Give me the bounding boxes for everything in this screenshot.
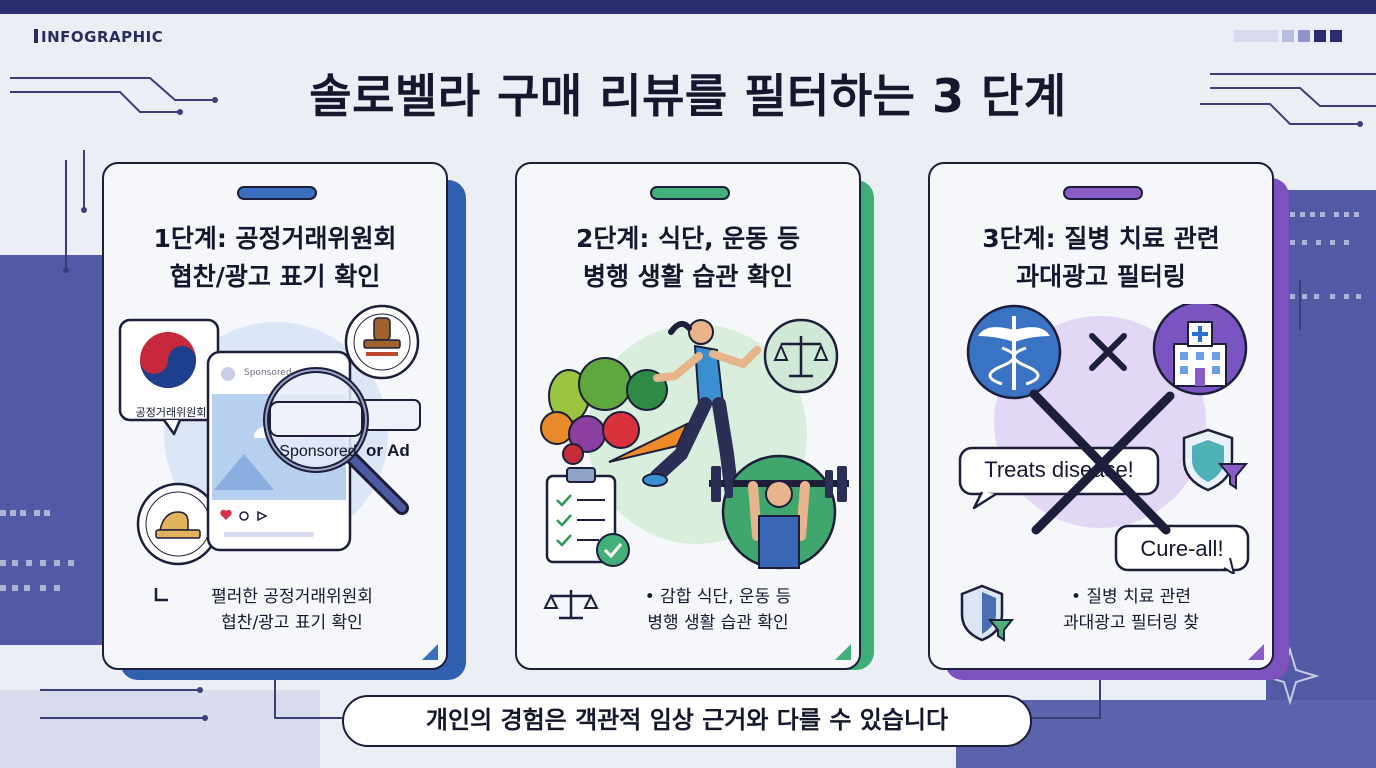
card2-note: • 감합 식단, 운동 등 병행 생활 습관 확인: [644, 587, 792, 633]
step3-card: 3단계: 질병 치료 관련 과대광고 필터링: [928, 162, 1274, 670]
card1-pill: [237, 186, 317, 200]
background-band-bottom-left: [0, 690, 320, 768]
corner-blocks: [1234, 30, 1342, 42]
ftc-badge-label: 공정거래위원회: [135, 406, 207, 419]
hospital-icon: [1152, 304, 1248, 396]
stamp-seal-icon: [344, 304, 420, 380]
card2-illustration: [540, 318, 849, 570]
speech-bubble-2: [1114, 524, 1250, 574]
card3-note: • 질병 치료 관련 과대광고 필터링 찾: [1063, 587, 1199, 633]
card1-corner: [422, 644, 438, 660]
scale-icon: [763, 318, 839, 394]
disclaimer-pill: 개인의 경험은 객관적 임상 근거와 다를 수 있습니다: [342, 695, 1032, 747]
magnifier-icon: [263, 367, 409, 515]
shield-filter-icon: [960, 584, 1015, 642]
step2-card: 2단계: 식단, 운동 등 병행 생활 습관 확인: [515, 162, 861, 670]
page-title: 솔로벨라 구매 리뷰를 필터하는 3 단계: [309, 69, 1067, 123]
cross-out-icon: [1089, 333, 1127, 371]
card1-illustration: [118, 304, 421, 566]
post-sponsored-label: Sponsored: [244, 368, 292, 378]
card3-illustration: [958, 304, 1250, 574]
card2-pill: [650, 186, 730, 200]
card1-title: 1단계: 공정거래위원회 협찬/광고 표기 확인: [153, 224, 397, 291]
card2-title: 2단계: 식단, 운동 등 병행 생활 습관 확인: [575, 224, 800, 291]
top-strip: [0, 0, 1376, 14]
checklist-icon: [545, 467, 630, 567]
caduceus-icon: [966, 304, 1062, 400]
ftc-logo-icon: [118, 318, 220, 436]
card1-note: 펼러한 공정거래위원회 협찬/광고 표기 확인: [211, 587, 373, 633]
infographic-tag: INFOGRAPHIC: [34, 28, 163, 46]
or-ad-label: or Ad: [366, 441, 410, 460]
card3-pill: [1063, 186, 1143, 200]
filter-shield-icon: [1182, 428, 1249, 492]
card3-title: 3단계: 질병 치료 관련 과대광고 필터링: [982, 224, 1220, 291]
weightlifter-icon: [709, 454, 849, 570]
card3-corner: [1248, 644, 1264, 660]
stamp-seal-icon-2: [136, 482, 220, 566]
runner-icon: [642, 319, 761, 517]
balance-scale-icon: [543, 590, 599, 620]
card2-corner: [835, 644, 851, 660]
magnifier-sponsored-label: Sponsored: [279, 443, 357, 460]
corner-arrow-icon: [154, 588, 168, 602]
vegetables-icon: [540, 357, 690, 465]
bubble-cure-all: Cure-all!: [1140, 536, 1224, 561]
step1-card: 1단계: 공정거래위원회 협찬/광고 표기 확인: [102, 162, 448, 670]
big-cross-icon: [1029, 389, 1175, 535]
